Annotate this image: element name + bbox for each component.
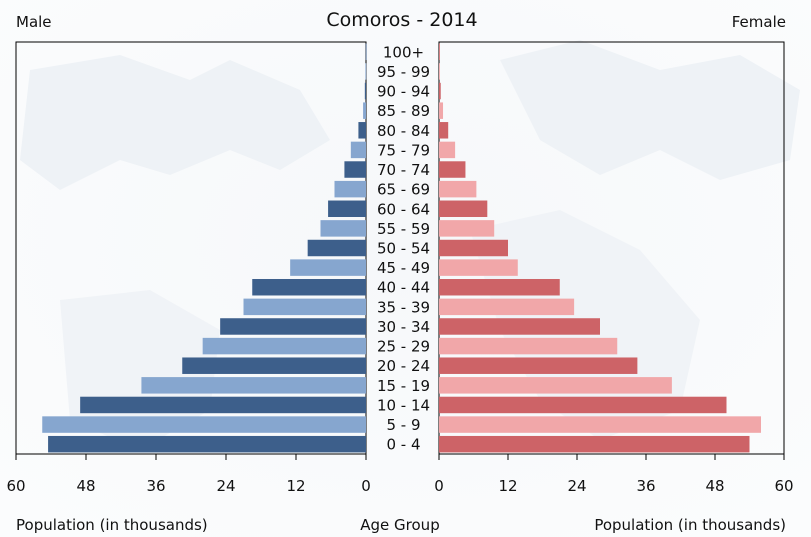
female-bar-40-44 — [439, 278, 560, 296]
male-bar-55-59 — [320, 220, 366, 237]
male-x-tick-label: 48 — [76, 477, 95, 495]
female-bar-70-74 — [439, 161, 466, 178]
female-bar-85-89 — [439, 102, 444, 119]
female-bar-95-99 — [439, 63, 440, 80]
age-group-label: 10 - 14 — [377, 396, 430, 414]
female-bar-0-4 — [439, 435, 750, 453]
male-bar-90-94 — [364, 82, 366, 100]
male-x-tick-label: 0 — [361, 477, 371, 495]
male-bar-0-4 — [48, 435, 366, 453]
female-x-tick-label: 60 — [774, 477, 793, 495]
age-group-label: 100+ — [383, 43, 424, 61]
female-label: Female — [732, 13, 786, 31]
female-x-tick-label: 24 — [567, 477, 586, 495]
male-bar-35-39 — [243, 298, 366, 316]
age-group-label: 75 - 79 — [377, 141, 430, 159]
male-bar-70-74 — [344, 161, 366, 178]
female-x-tick-label: 12 — [498, 477, 517, 495]
female-bar-20-24 — [439, 357, 638, 374]
female-x-tick-label: 36 — [636, 477, 655, 495]
female-bar-50-54 — [439, 239, 508, 257]
male-bar-40-44 — [252, 278, 366, 296]
male-bar-85-89 — [363, 102, 366, 119]
age-group-label: 45 - 49 — [377, 259, 430, 277]
female-bar-10-14 — [439, 396, 727, 414]
male-bar-15-19 — [141, 377, 366, 394]
x-axis-label-right: Population (in thousands) — [594, 516, 786, 534]
female-bar-15-19 — [439, 377, 672, 394]
female-bar-100plus — [439, 43, 440, 61]
age-group-label: 80 - 84 — [377, 122, 430, 140]
female-bar-65-69 — [439, 180, 477, 198]
male-bar-30-34 — [220, 318, 366, 335]
age-group-label: 55 - 59 — [377, 220, 430, 238]
age-group-label: 5 - 9 — [386, 416, 420, 434]
age-group-label: 15 - 19 — [377, 377, 430, 395]
female-x-tick-label: 0 — [434, 477, 444, 495]
male-bar-25-29 — [202, 337, 366, 355]
male-bar-75-79 — [350, 141, 366, 159]
age-group-label: 35 - 39 — [377, 298, 430, 316]
male-bar-45-49 — [290, 259, 366, 276]
female-bar-80-84 — [439, 122, 449, 139]
male-bar-95-99 — [365, 63, 367, 80]
female-bar-90-94 — [439, 82, 441, 100]
female-bar-30-34 — [439, 318, 600, 335]
male-bar-20-24 — [182, 357, 366, 374]
male-bar-60-64 — [328, 200, 366, 218]
male-x-tick-label: 24 — [216, 477, 235, 495]
age-group-label: 20 - 24 — [377, 357, 430, 375]
female-bar-35-39 — [439, 298, 575, 316]
age-group-label: 25 - 29 — [377, 338, 430, 356]
female-x-tick-label: 48 — [705, 477, 724, 495]
female-bar-25-29 — [439, 337, 618, 355]
age-group-label: 70 - 74 — [377, 161, 430, 179]
female-bar-55-59 — [439, 220, 495, 237]
male-x-tick-label: 60 — [6, 477, 25, 495]
age-group-label: 95 - 99 — [377, 63, 430, 81]
male-label: Male — [16, 13, 52, 31]
chart-title: Comoros - 2014 — [326, 9, 477, 31]
female-bar-60-64 — [439, 200, 488, 218]
male-x-tick-label: 12 — [286, 477, 305, 495]
male-bar-100plus — [365, 43, 367, 61]
age-group-label: 0 - 4 — [386, 436, 420, 454]
male-bar-65-69 — [334, 180, 366, 198]
x-axis-label-center: Age Group — [360, 516, 439, 534]
bars-layer — [42, 43, 761, 453]
age-group-label: 40 - 44 — [377, 279, 430, 297]
age-group-label: 65 - 69 — [377, 181, 430, 199]
x-axis-label-left: Population (in thousands) — [16, 516, 208, 534]
age-group-label: 85 - 89 — [377, 102, 430, 120]
male-x-tick-label: 36 — [146, 477, 165, 495]
male-bar-80-84 — [358, 122, 366, 139]
age-group-label: 30 - 34 — [377, 318, 430, 336]
male-bar-50-54 — [307, 239, 366, 257]
male-bar-10-14 — [80, 396, 367, 414]
male-bar-5-9 — [42, 416, 366, 433]
x-axis-ticks: 60 48 36 24 12 0 0 12 24 36 48 60 — [6, 454, 794, 495]
age-group-label: 60 - 64 — [377, 200, 430, 218]
age-group-label: 50 - 54 — [377, 240, 430, 258]
female-bar-75-79 — [439, 141, 456, 159]
female-bar-45-49 — [439, 259, 518, 276]
female-bar-5-9 — [439, 416, 761, 433]
age-group-label: 90 - 94 — [377, 83, 430, 101]
